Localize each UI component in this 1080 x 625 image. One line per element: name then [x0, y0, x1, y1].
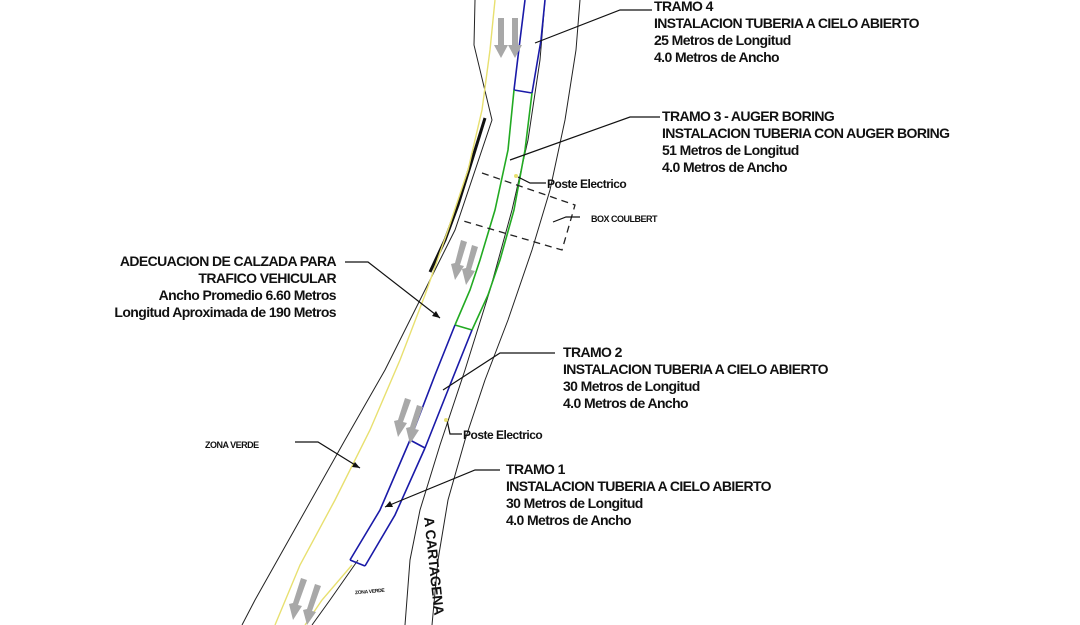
- leader-tramo2: [442, 352, 555, 391]
- poste-markers: [444, 174, 518, 422]
- arrow-icon: [303, 584, 321, 625]
- lower-right-edge: [311, 559, 359, 625]
- leader-tramo1: [384, 469, 500, 508]
- box-coulbert-shape: [459, 172, 576, 251]
- arrow-icon: [451, 240, 467, 280]
- tramo3-label: TRAMO 3 - AUGER BORING INSTALACION TUBER…: [662, 108, 950, 176]
- adecuacion-line3: Ancho Promedio 6.60 Metros: [158, 287, 337, 303]
- tramo2-length: 30 Metros de Longitud: [563, 378, 700, 394]
- left-outer-edge: [241, 0, 493, 625]
- tramo3-shape: [454, 89, 533, 331]
- tramo1-length: 30 Metros de Longitud: [506, 495, 643, 511]
- adecuacion-line4: Longitud Aproximada de 190 Metros: [114, 304, 336, 320]
- leader-box: [552, 216, 580, 223]
- arrow-icon: [494, 18, 508, 58]
- yellow-line-left: [274, 0, 496, 625]
- tramo1-method: INSTALACION TUBERIA A CIELO ABIERTO: [506, 478, 772, 494]
- tramo2-width: 4.0 Metros de Ancho: [563, 395, 689, 411]
- adecuacion-line2: TRAFICO VEHICULAR: [198, 270, 336, 286]
- box-coulbert-label: BOX COULBERT: [591, 214, 658, 224]
- arrow-icon: [394, 398, 411, 437]
- leader-adecuacion: [345, 261, 441, 319]
- tramo1-label: TRAMO 1 INSTALACION TUBERIA A CIELO ABIE…: [506, 461, 772, 529]
- leader-poste1: [517, 176, 546, 184]
- leader-arrowheads: [352, 311, 440, 507]
- traffic-arrows: [289, 18, 522, 625]
- adecuacion-label: ADECUACION DE CALZADA PARA TRAFICO VEHIC…: [114, 253, 336, 321]
- poste-electrico-label-2: Poste Electrico: [463, 428, 543, 442]
- leader-tramo4: [534, 9, 652, 44]
- right-road-edge: [404, 0, 546, 625]
- tramo1-title: TRAMO 1: [506, 461, 565, 477]
- arrow-icon: [406, 405, 423, 444]
- tramo4-method: INSTALACION TUBERIA A CIELO ABIERTO: [654, 15, 920, 31]
- tramo3-title: TRAMO 3 - AUGER BORING: [662, 108, 835, 124]
- adecuacion-line1: ADECUACION DE CALZADA PARA: [119, 253, 337, 269]
- leader-lines: [295, 9, 660, 508]
- arrow-icon: [462, 245, 478, 285]
- leader-tramo3: [509, 116, 660, 161]
- far-right-edge: [431, 0, 581, 625]
- tramo3-method: INSTALACION TUBERIA CON AUGER BORING: [662, 125, 950, 141]
- zona-verde-label: ZONA VERDE: [205, 440, 259, 450]
- tramo2-title: TRAMO 2: [563, 344, 622, 360]
- arrow-icon: [289, 578, 307, 620]
- tramo1-width: 4.0 Metros de Ancho: [506, 512, 632, 528]
- leader-zona-verde: [295, 441, 361, 469]
- tramo4-width: 4.0 Metros de Ancho: [654, 49, 780, 65]
- tramo1-shape: [349, 439, 426, 567]
- tramo3-width: 4.0 Metros de Ancho: [662, 159, 788, 175]
- tramo4-title: TRAMO 4: [654, 0, 713, 14]
- road-edges: [241, 0, 581, 625]
- leader-poste2: [446, 419, 462, 435]
- tramo4-shape: [513, 0, 546, 94]
- tramo2-label: TRAMO 2 INSTALACION TUBERIA A CIELO ABIE…: [563, 344, 829, 412]
- tramo4-length: 25 Metros de Longitud: [654, 32, 791, 48]
- zona-verde-small-label: ZONA VERDE: [354, 587, 385, 597]
- tramo2-method: INSTALACION TUBERIA A CIELO ABIERTO: [563, 361, 829, 377]
- poste-electrico-label-1: Poste Electrico: [547, 177, 627, 191]
- tramo3-length: 51 Metros de Longitud: [662, 142, 799, 158]
- arrow-icon: [508, 18, 522, 58]
- tramo4-label: TRAMO 4 INSTALACION TUBERIA A CIELO ABIE…: [654, 0, 920, 66]
